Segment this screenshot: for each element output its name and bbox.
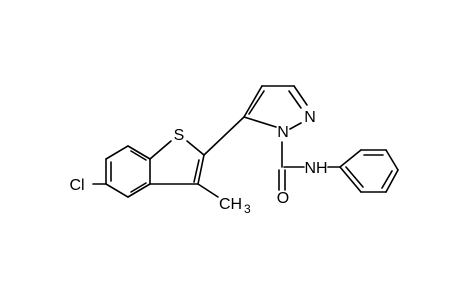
double-bond-inner bbox=[248, 90, 265, 115]
atom-label-s: S bbox=[174, 127, 185, 144]
atom-label-ch3-subscript: 3 bbox=[244, 202, 251, 216]
bond bbox=[243, 116, 277, 128]
double-bond-inner bbox=[288, 90, 302, 109]
double-bond-inner bbox=[130, 150, 147, 161]
atom-label-n1: N bbox=[277, 124, 289, 141]
double-bond-inner bbox=[130, 182, 147, 193]
substituents bbox=[92, 116, 245, 198]
atom-label-nh: NH bbox=[304, 160, 327, 177]
bond bbox=[105, 183, 129, 198]
bond bbox=[289, 122, 302, 130]
bond bbox=[105, 145, 129, 160]
thiophene-ring bbox=[149, 140, 205, 185]
bond bbox=[149, 140, 172, 160]
atom-labels: S Cl CH 3 N N NH O bbox=[69, 109, 327, 216]
phenyl-ring bbox=[339, 149, 399, 193]
bond bbox=[243, 85, 263, 118]
carboxamide bbox=[278, 141, 341, 191]
bond bbox=[197, 154, 205, 185]
atom-label-o: O bbox=[277, 190, 289, 207]
pyrazole-ring bbox=[243, 85, 308, 130]
bond-methyl bbox=[197, 183, 219, 198]
double-bond-inner bbox=[381, 170, 393, 189]
bond bbox=[385, 149, 399, 171]
benzo-ring bbox=[105, 145, 151, 198]
double-bond-inner bbox=[193, 159, 200, 183]
bond bbox=[127, 183, 151, 198]
bond bbox=[385, 169, 399, 193]
bond bbox=[339, 149, 362, 168]
bond bbox=[127, 145, 151, 160]
bond bbox=[339, 166, 362, 193]
atom-label-cl: Cl bbox=[69, 177, 84, 194]
bond bbox=[186, 140, 205, 156]
atom-label-ch3: CH bbox=[219, 196, 242, 213]
double-bond-inner bbox=[345, 166, 364, 188]
bond bbox=[293, 85, 308, 106]
atom-label-n2: N bbox=[304, 109, 316, 126]
bond-biaryl bbox=[203, 116, 245, 156]
